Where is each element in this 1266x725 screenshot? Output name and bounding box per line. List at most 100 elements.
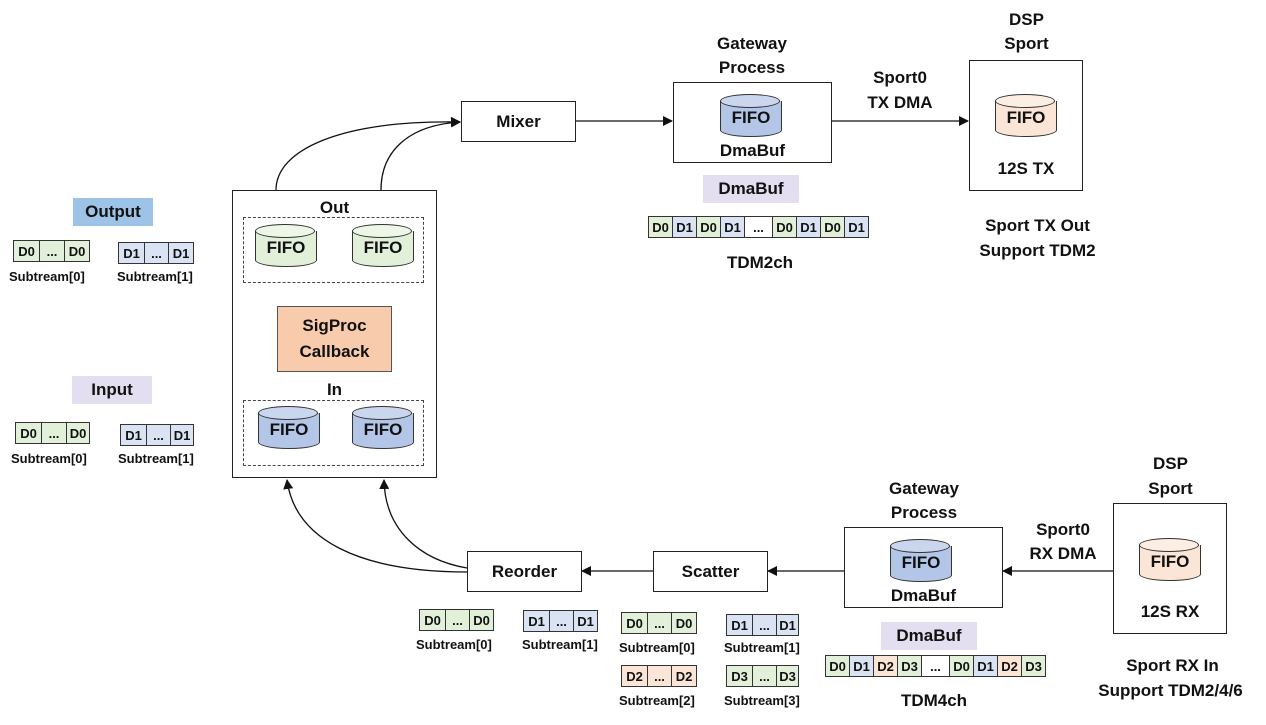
reorder-block: Reorder xyxy=(467,551,582,592)
legend-input-sub1-label: Subtream[1] xyxy=(118,451,194,466)
rx-tdm-cell-5: D0 xyxy=(949,655,974,677)
scatter-sub2-cell: D2 xyxy=(671,665,697,687)
sigproc-in-label: In xyxy=(326,380,343,399)
tx-tdm-cell-1: D1 xyxy=(672,216,697,238)
rx-gateway-title-line2: Process xyxy=(890,503,958,522)
reorder-sub0-ellipsis: ... xyxy=(445,609,470,631)
tx-dma-line1: Sport0 xyxy=(873,68,927,87)
input-legend-tag: Input xyxy=(72,376,152,404)
sigproc-in-fifo-2: FIFO xyxy=(352,406,414,456)
sigproc-in-fifo-1: FIFO xyxy=(258,406,320,456)
scatter-sub0-label: Subtream[0] xyxy=(619,640,695,655)
sigproc-callback-box: SigProc Callback xyxy=(277,306,392,372)
reorder-sub1-cell: D1 xyxy=(523,610,550,632)
legend-output-sub1-label: Subtream[1] xyxy=(117,269,193,284)
rx-dma-line1: Sport0 xyxy=(1036,520,1090,539)
reorder-sub1-label: Subtream[1] xyxy=(522,637,598,652)
legend-input-sub0-label: Subtream[0] xyxy=(11,451,87,466)
tx-tdm-cell-5: D0 xyxy=(772,216,797,238)
tx-note-line2: Support TDM2 xyxy=(979,241,1096,260)
tx-dma-line2: TX DMA xyxy=(867,93,933,112)
sigproc-out-fifo-1: FIFO xyxy=(255,224,317,274)
arrow-reorder-to-sigproc-2 xyxy=(379,479,468,569)
arrow-sigproc-to-mixer-2 xyxy=(380,117,461,191)
scatter-sub3-label: Subtream[3] xyxy=(724,693,800,708)
tx-tdm-cell-7: D0 xyxy=(820,216,845,238)
rx-tdm-cell-1: D1 xyxy=(849,655,874,677)
mixer-block: Mixer xyxy=(461,101,576,142)
legend-input-d0-cell: D0 xyxy=(15,422,42,444)
scatter-sub0-cell: D0 xyxy=(671,612,697,634)
rx-dsp-title-line2: Sport xyxy=(1148,479,1193,498)
tx-tdm-cell-6: D1 xyxy=(796,216,821,238)
reorder-sub0-label: Subtream[0] xyxy=(416,637,492,652)
tx-tdm-cell-2: D0 xyxy=(696,216,721,238)
legend-output-ellipsis-cell: ... xyxy=(39,240,65,262)
sigproc-out-label: Out xyxy=(319,198,350,217)
legend-output-d1-cell: D1 xyxy=(118,242,145,264)
sigproc-callback-line1: SigProc xyxy=(302,316,367,335)
rx-tdm-cell-4: ... xyxy=(921,655,950,677)
scatter-sub1-cell: D1 xyxy=(776,614,799,636)
tx-gateway-dmabuf-label: DmaBuf xyxy=(719,141,786,160)
scatter-sub3-cell: D3 xyxy=(776,665,799,687)
sigproc-out-fifo-2: FIFO xyxy=(352,224,414,274)
rx-gateway-title-line1: Gateway xyxy=(889,479,959,498)
tx-note-line1: Sport TX Out xyxy=(985,216,1090,235)
arrow-sigproc-to-mixer-1 xyxy=(275,116,461,191)
rx-sport-label: 12S RX xyxy=(1140,602,1200,621)
tx-sport-fifo: FIFO xyxy=(995,94,1057,144)
legend-input-d1-cell: D1 xyxy=(120,424,147,446)
scatter-sub1-ellipsis: ... xyxy=(752,614,777,636)
rx-tdm-cell-2: D2 xyxy=(873,655,898,677)
scatter-sub1-label: Subtream[1] xyxy=(724,640,800,655)
rx-tdm-label: TDM4ch xyxy=(900,691,968,710)
scatter-sub2-label: Subtream[2] xyxy=(619,693,695,708)
rx-dsp-title-line1: DSP xyxy=(1153,454,1188,473)
tx-gateway-title-line1: Gateway xyxy=(717,34,787,53)
rx-note-line2: Support TDM2/4/6 xyxy=(1098,681,1243,700)
tx-dsp-title-line1: DSP xyxy=(1009,10,1044,29)
legend-input-ellipsis-cell: ... xyxy=(41,422,67,444)
tx-tdm-label: TDM2ch xyxy=(726,253,794,272)
rx-dmabuf-tag: DmaBuf xyxy=(881,622,977,650)
scatter-sub0-ellipsis: ... xyxy=(647,612,672,634)
reorder-sub0-cell: D0 xyxy=(419,609,446,631)
legend-output-ellipsis-cell: ... xyxy=(144,242,169,264)
rx-gateway-dmabuf-label: DmaBuf xyxy=(890,586,957,605)
legend-output-d1-cell: D1 xyxy=(168,242,194,264)
legend-output-d0-cell: D0 xyxy=(64,240,90,262)
rx-sport-fifo: FIFO xyxy=(1139,538,1201,588)
arrow-reorder-to-sigproc-1 xyxy=(283,479,468,573)
reorder-sub1-cell: D1 xyxy=(573,610,598,632)
tx-dmabuf-tag: DmaBuf xyxy=(703,175,799,203)
legend-input-d1-cell: D1 xyxy=(170,424,194,446)
tx-gateway-title-line2: Process xyxy=(718,58,786,77)
scatter-sub0-cell: D0 xyxy=(621,612,648,634)
tx-tdm-cell-0: D0 xyxy=(648,216,673,238)
legend-input-ellipsis-cell: ... xyxy=(146,424,171,446)
legend-output-d0-cell: D0 xyxy=(13,240,40,262)
tx-tdm-cell-8: D1 xyxy=(844,216,869,238)
rx-dma-line2: RX DMA xyxy=(1029,544,1097,563)
tx-sport-label: 12S TX xyxy=(997,159,1055,178)
rx-tdm-cell-3: D3 xyxy=(897,655,922,677)
scatter-sub2-cell: D2 xyxy=(621,665,648,687)
scatter-sub1-cell: D1 xyxy=(726,614,753,636)
rx-tdm-cell-7: D2 xyxy=(997,655,1022,677)
sigproc-out-fifo-group xyxy=(243,217,424,283)
rx-note-line1: Sport RX In xyxy=(1126,656,1219,675)
sigproc-callback-line2: Callback xyxy=(299,342,370,361)
tx-tdm-cell-3: D1 xyxy=(720,216,745,238)
tx-tdm-cell-4: ... xyxy=(744,216,773,238)
sigproc-in-fifo-group xyxy=(243,400,424,466)
tx-gateway-fifo: FIFO xyxy=(720,94,782,144)
scatter-sub3-cell: D3 xyxy=(726,665,753,687)
rx-tdm-cell-6: D1 xyxy=(973,655,998,677)
scatter-sub2-ellipsis: ... xyxy=(647,665,672,687)
tx-dsp-title-line2: Sport xyxy=(1004,34,1049,53)
scatter-sub3-ellipsis: ... xyxy=(752,665,777,687)
rx-gateway-fifo: FIFO xyxy=(890,539,952,589)
legend-input-d0-cell: D0 xyxy=(66,422,90,444)
